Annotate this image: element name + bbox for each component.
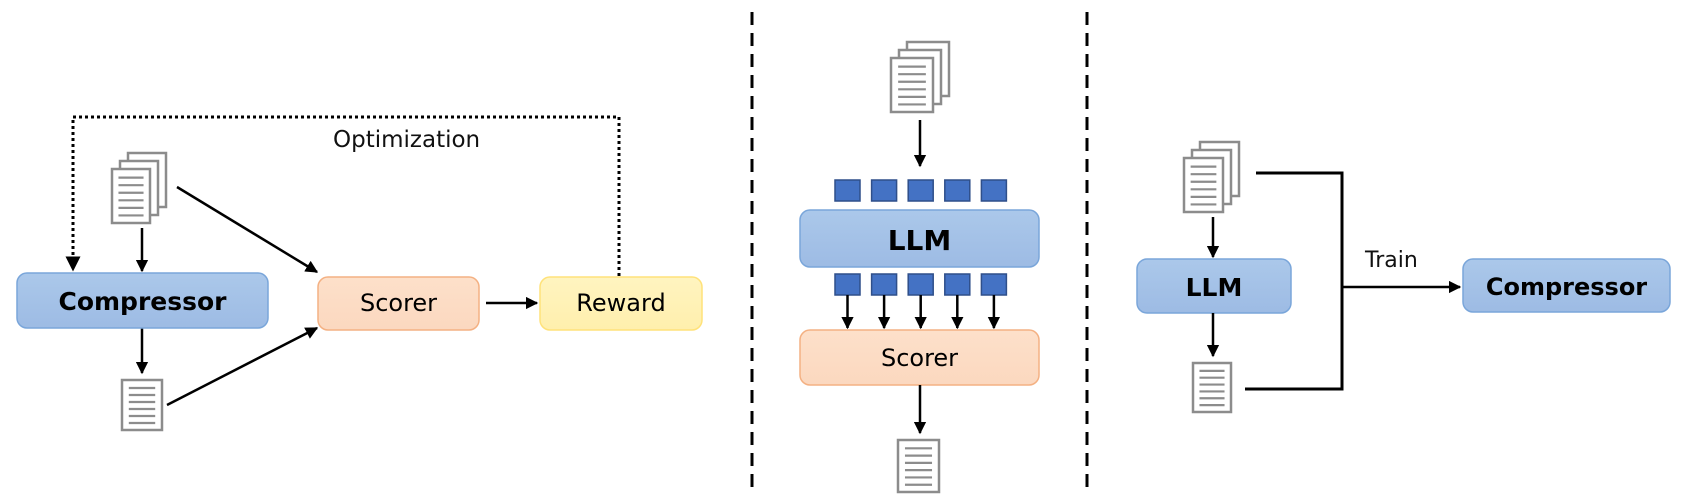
document-icon (896, 438, 941, 494)
llm-box: LLM (1136, 258, 1292, 314)
doc-to-scorer-arrow (166, 326, 319, 407)
input-token (870, 179, 898, 202)
compressor-label: Compressor (1486, 273, 1647, 301)
output-token (907, 273, 934, 296)
llm-label: LLM (888, 224, 952, 257)
scorer-box: Scorer (799, 329, 1040, 386)
output-token (980, 273, 1008, 296)
panel-llm-token-scoring: LLM Scorer (799, 40, 1040, 494)
compressor-box: Compressor (1462, 258, 1671, 313)
page (110, 167, 152, 225)
scorer-label: Scorer (360, 289, 437, 317)
output-token (944, 273, 971, 296)
panel-rl-optimization: Optimization Compressor Scorer Reward (16, 115, 703, 432)
output-tokens (834, 273, 1008, 296)
training-bracket (1245, 171, 1344, 391)
scorer-label: Scorer (881, 344, 958, 372)
llm-box: LLM (799, 209, 1040, 268)
input-token (944, 179, 971, 202)
scorer-box: Scorer (317, 276, 480, 331)
input-tokens (834, 179, 1008, 202)
document-stack-icon (889, 40, 951, 114)
document-icon (120, 378, 164, 432)
docs-to-scorer-arrow (176, 185, 319, 274)
input-token (907, 179, 934, 202)
llm-label: LLM (1186, 273, 1243, 302)
document-stack-icon (110, 151, 168, 225)
compressor-label: Compressor (58, 287, 227, 316)
panel-distillation-training: LLM Train Compressor (1136, 140, 1671, 414)
document-icon (1191, 361, 1233, 414)
output-token (870, 273, 898, 296)
token-score-arrows (841, 295, 1001, 330)
output-token (834, 273, 861, 296)
input-token (834, 179, 861, 202)
document-stack-icon (1182, 140, 1241, 214)
input-token (980, 179, 1008, 202)
compressor-box: Compressor (16, 272, 269, 329)
train-label: Train (1364, 248, 1418, 273)
page (1191, 361, 1233, 414)
optimization-loop-line (65, 115, 621, 276)
reward-box: Reward (539, 276, 703, 331)
reward-label: Reward (576, 289, 665, 317)
optimization-label: Optimization (333, 127, 480, 153)
